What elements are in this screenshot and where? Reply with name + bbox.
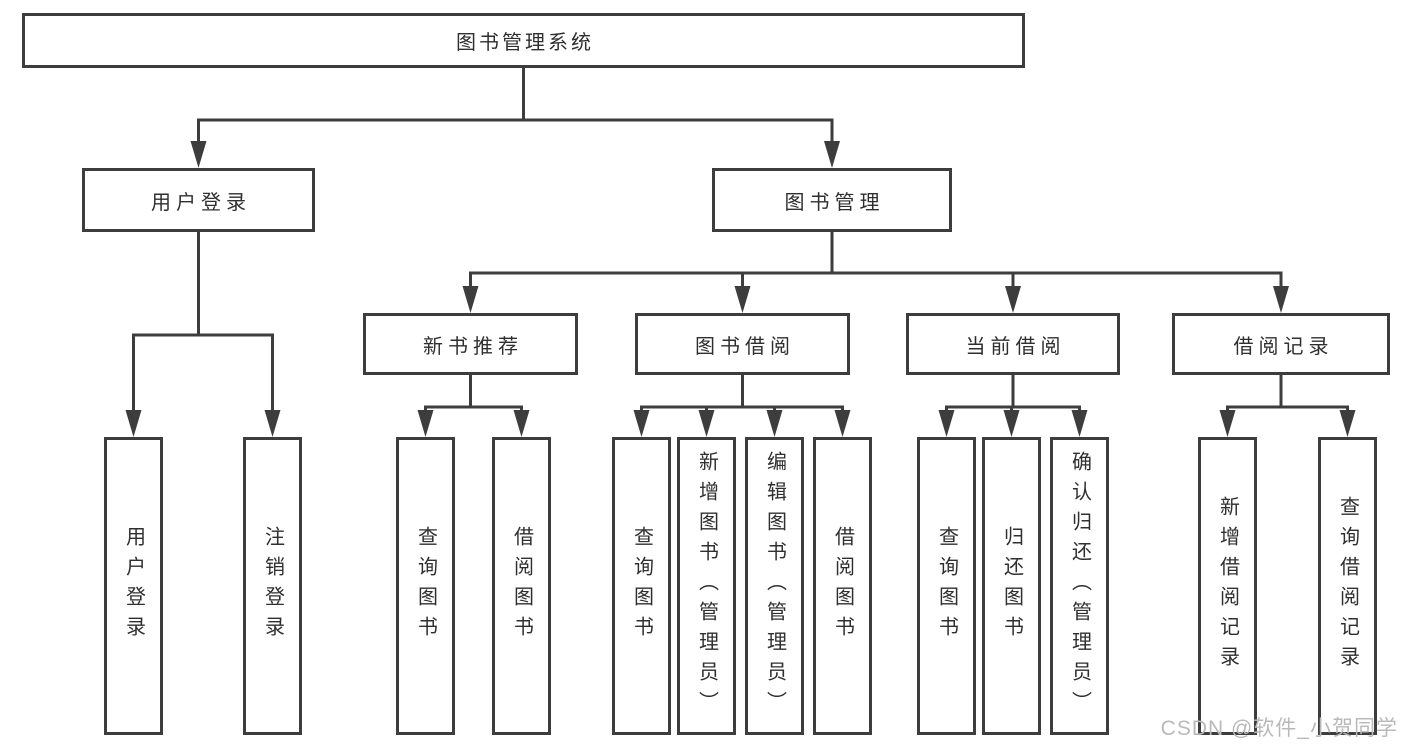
leaf-label: 编辑图书（管理员） <box>763 451 786 721</box>
leaf-label: 查询图书 <box>630 526 653 646</box>
leaf-label: 查询图书 <box>414 526 437 646</box>
node-book-borrowing: 图书借阅 <box>635 313 850 375</box>
leaf-logout: 注销登录 <box>243 437 302 735</box>
leaf-label: 新增借阅记录 <box>1216 496 1239 676</box>
leaf-search-borrow-record: 查询借阅记录 <box>1318 437 1377 735</box>
leaf-label: 归还图书 <box>1000 526 1023 646</box>
node-current-borrowing: 当前借阅 <box>906 313 1120 375</box>
node-book-management: 图书管理 <box>712 168 952 232</box>
csdn-watermark: CSDN @软件_小贺同学 <box>1160 717 1398 740</box>
node-label: 借阅记录 <box>1233 335 1334 358</box>
node-label: 新书推荐 <box>423 335 523 358</box>
node-user-login: 用户登录 <box>82 168 315 232</box>
leaf-label: 确认归还（管理员） <box>1068 451 1091 721</box>
leaf-search-books-borrowing: 查询图书 <box>612 437 671 735</box>
node-book-management-system: 图书管理系统 <box>22 13 1025 68</box>
leaf-add-book-admin: 新增图书（管理员） <box>677 437 736 735</box>
leaf-label: 查询图书 <box>935 526 958 646</box>
leaf-edit-book-admin: 编辑图书（管理员） <box>745 437 804 735</box>
leaf-label: 新增图书（管理员） <box>695 451 718 721</box>
leaf-label: 用户登录 <box>122 526 145 646</box>
leaf-confirm-return-admin: 确认归还（管理员） <box>1050 437 1109 735</box>
leaf-return-books: 归还图书 <box>982 437 1041 735</box>
node-label: 图书管理 <box>784 191 885 214</box>
leaf-label: 借阅图书 <box>510 526 533 646</box>
leaf-search-books-recommend: 查询图书 <box>396 437 455 735</box>
node-new-book-recommendation: 新书推荐 <box>363 313 578 375</box>
leaf-borrow-books-recommend: 借阅图书 <box>492 437 551 735</box>
node-label: 当前借阅 <box>965 335 1066 358</box>
leaf-user-login: 用户登录 <box>104 437 163 735</box>
leaf-search-books-current: 查询图书 <box>917 437 976 735</box>
leaf-borrow-books-borrowing: 借阅图书 <box>813 437 872 735</box>
node-label: 图书借阅 <box>695 335 795 358</box>
leaf-label: 查询借阅记录 <box>1336 496 1359 676</box>
node-label: 用户登录 <box>151 191 251 214</box>
leaf-add-borrow-record: 新增借阅记录 <box>1198 437 1257 735</box>
leaf-label: 借阅图书 <box>831 526 854 646</box>
leaf-label: 注销登录 <box>261 526 284 646</box>
node-borrowing-records: 借阅记录 <box>1172 313 1390 375</box>
node-label: 图书管理系统 <box>456 32 594 54</box>
